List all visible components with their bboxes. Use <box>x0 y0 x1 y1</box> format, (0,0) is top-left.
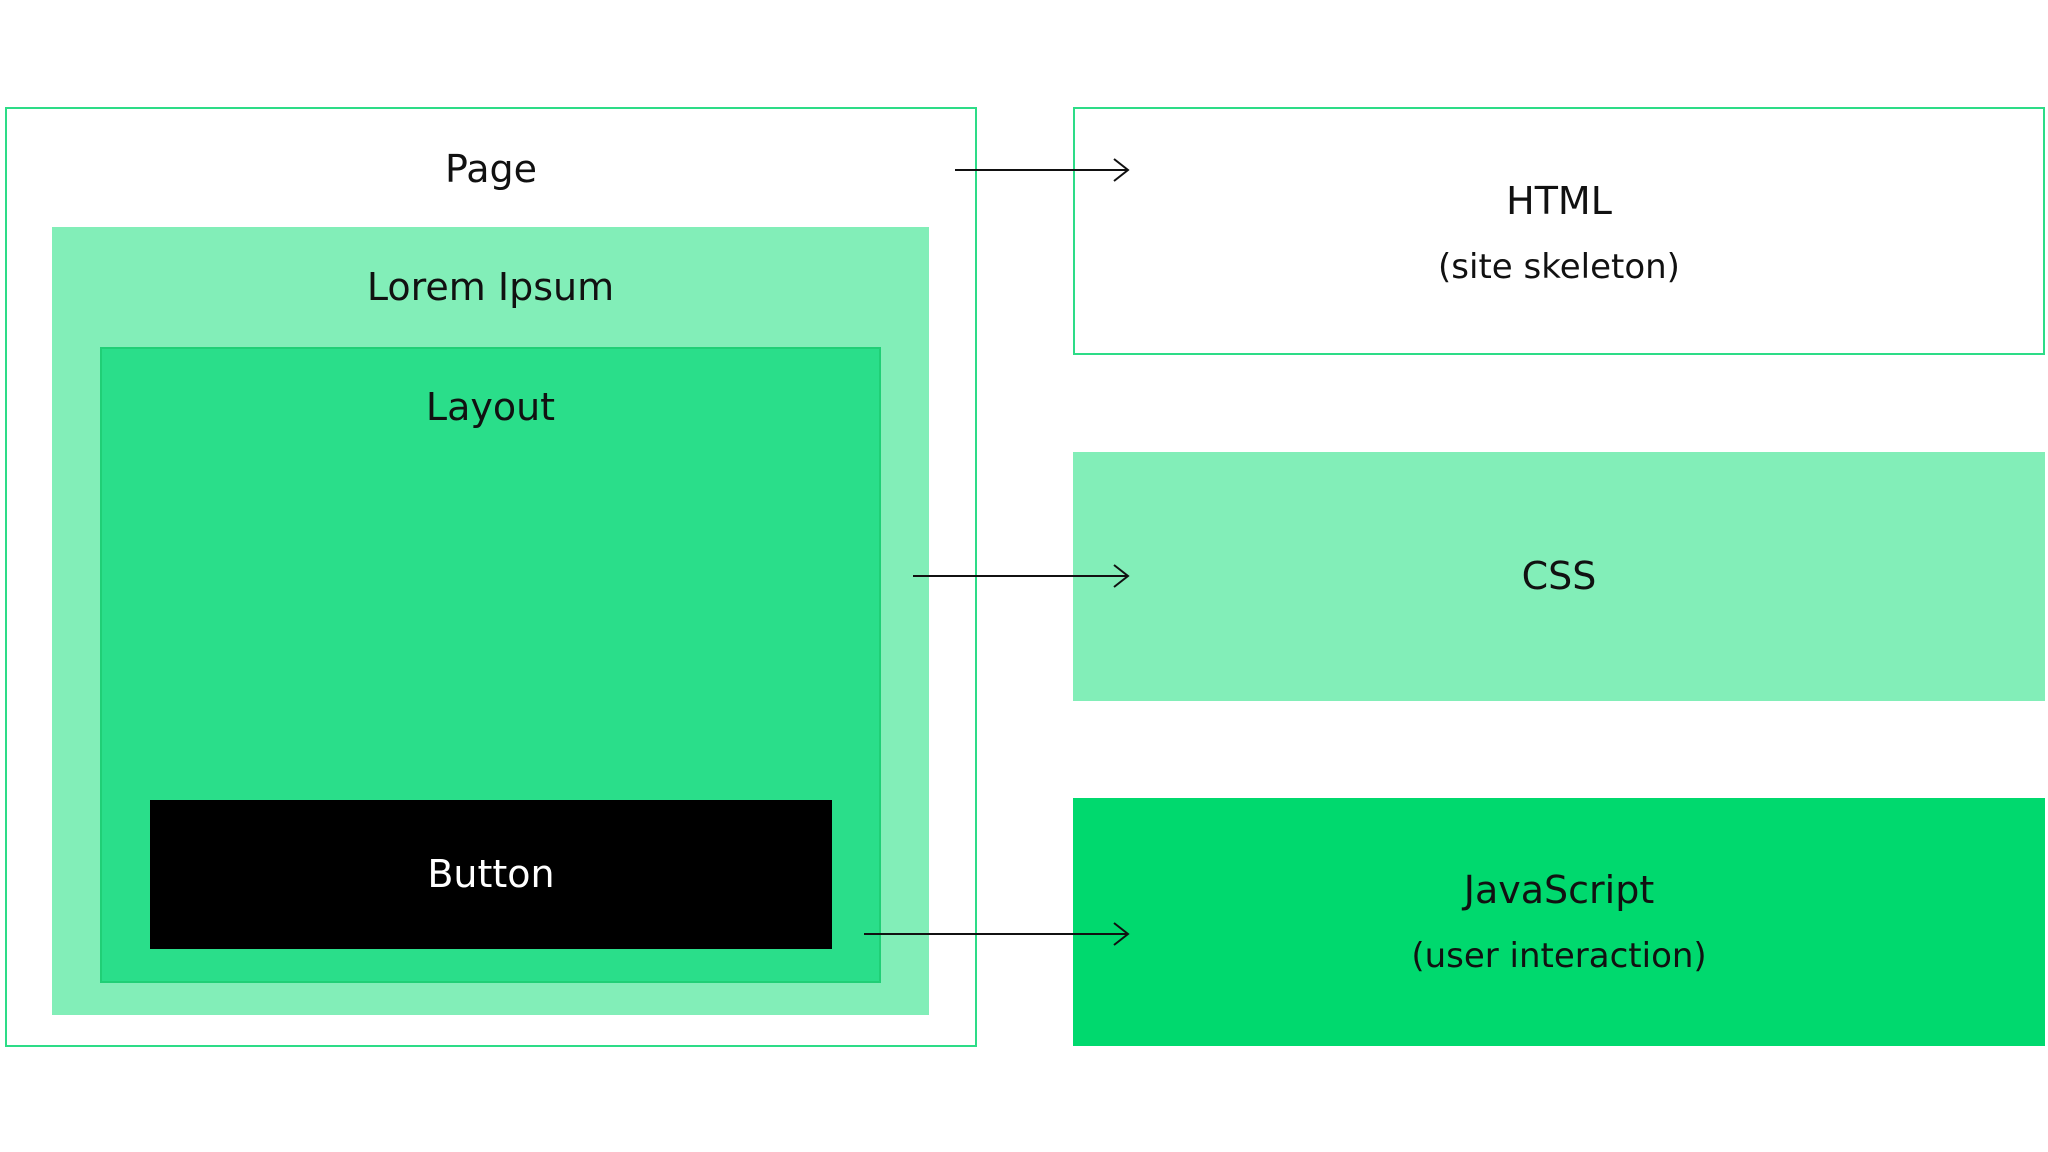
arrow-lorem-to-css <box>913 564 1130 588</box>
html-box: HTML (site skeleton) <box>1073 107 2045 355</box>
arrow-page-to-html <box>955 158 1130 182</box>
arrow-button-to-javascript <box>864 922 1130 946</box>
button-label: Button <box>427 852 555 896</box>
lorem-ipsum-label: Lorem Ipsum <box>366 265 615 309</box>
javascript-title: JavaScript <box>1463 868 1655 912</box>
page-label: Page <box>445 147 537 191</box>
css-title: CSS <box>1521 554 1597 598</box>
html-title: HTML <box>1506 179 1612 223</box>
javascript-box: JavaScript (user interaction) <box>1073 798 2045 1046</box>
button-box: Button <box>150 800 832 949</box>
javascript-subtitle: (user interaction) <box>1411 936 1707 976</box>
css-box: CSS <box>1073 452 2045 701</box>
layout-label: Layout <box>425 385 556 429</box>
html-subtitle: (site skeleton) <box>1438 247 1680 287</box>
